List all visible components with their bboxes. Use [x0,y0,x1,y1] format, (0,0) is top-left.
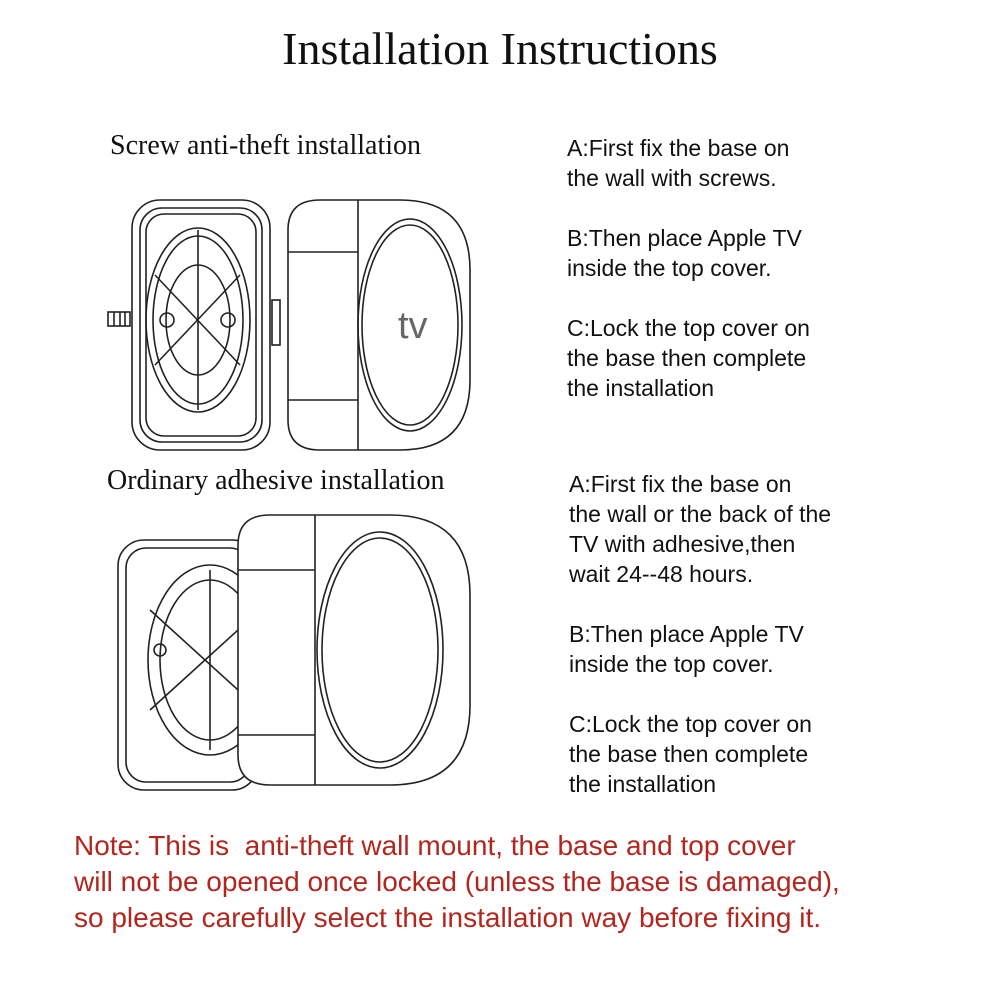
apple-tv-logo: tv [398,305,428,347]
note-line: Note: This is anti-theft wall mount, the… [74,830,796,861]
page-title: Installation Instructions [282,23,718,74]
screw-icon [107,311,131,327]
step-line: the base then complete [567,345,807,371]
step-line: A:First fix the base on [567,135,790,161]
step-line: A:First fix the base on [569,471,792,497]
step-line: wait 24--48 hours. [569,561,754,587]
section-heading-screw: Screw anti-theft installation [110,130,422,161]
step-line: inside the top cover. [567,255,772,281]
adhesive-step-b: B:Then place Apple TV inside the top cov… [569,619,899,679]
screw-step-a: A:First fix the base on the wall with sc… [567,133,897,193]
step-line: B:Then place Apple TV [569,621,804,647]
note-line: will not be opened once locked (unless t… [74,866,840,897]
screw-step-c: C:Lock the top cover on the base then co… [567,313,897,403]
step-line: the wall with screws. [567,165,777,191]
note-line: so please carefully select the installat… [74,902,822,933]
step-line: B:Then place Apple TV [567,225,802,251]
adhesive-installation-illustration [117,514,471,791]
step-line: the wall or the back of the [569,501,832,527]
step-line: inside the top cover. [569,651,774,677]
screw-step-b: B:Then place Apple TV inside the top cov… [567,223,897,283]
adhesive-step-c: C:Lock the top cover on the base then co… [569,709,899,799]
step-line: the installation [569,771,717,797]
screw-installation-illustration: tv [107,199,471,451]
step-line: the base then complete [569,741,809,767]
step-line: the installation [567,375,715,401]
step-line: C:Lock the top cover on [569,711,812,737]
step-line: TV with adhesive,then [569,531,796,557]
section-heading-adhesive: Ordinary adhesive installation [107,465,445,496]
adhesive-step-a: A:First fix the base on the wall or the … [569,469,899,589]
step-line: C:Lock the top cover on [567,315,810,341]
warning-note: Note: This is anti-theft wall mount, the… [74,828,974,936]
